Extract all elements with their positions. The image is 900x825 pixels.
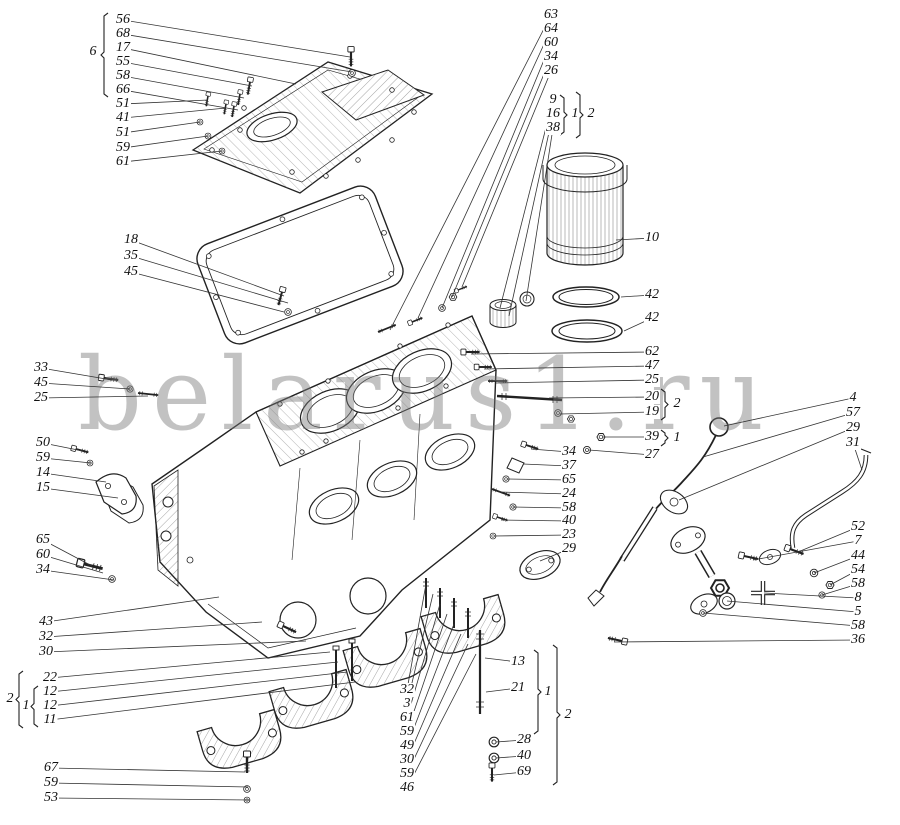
pan-gasket xyxy=(196,185,404,345)
cylinder-liner xyxy=(542,152,628,266)
side-cover xyxy=(95,473,144,524)
cup-plug xyxy=(519,291,535,307)
cylinder-block xyxy=(151,315,497,659)
middle-fasteners xyxy=(489,439,561,580)
breather-pipe xyxy=(789,448,872,549)
bushing xyxy=(489,299,517,328)
top-cover-plate xyxy=(191,61,434,194)
oil-dipstick xyxy=(587,417,729,607)
main-bearing-stud xyxy=(476,630,500,783)
o-ring-seals xyxy=(551,286,623,343)
